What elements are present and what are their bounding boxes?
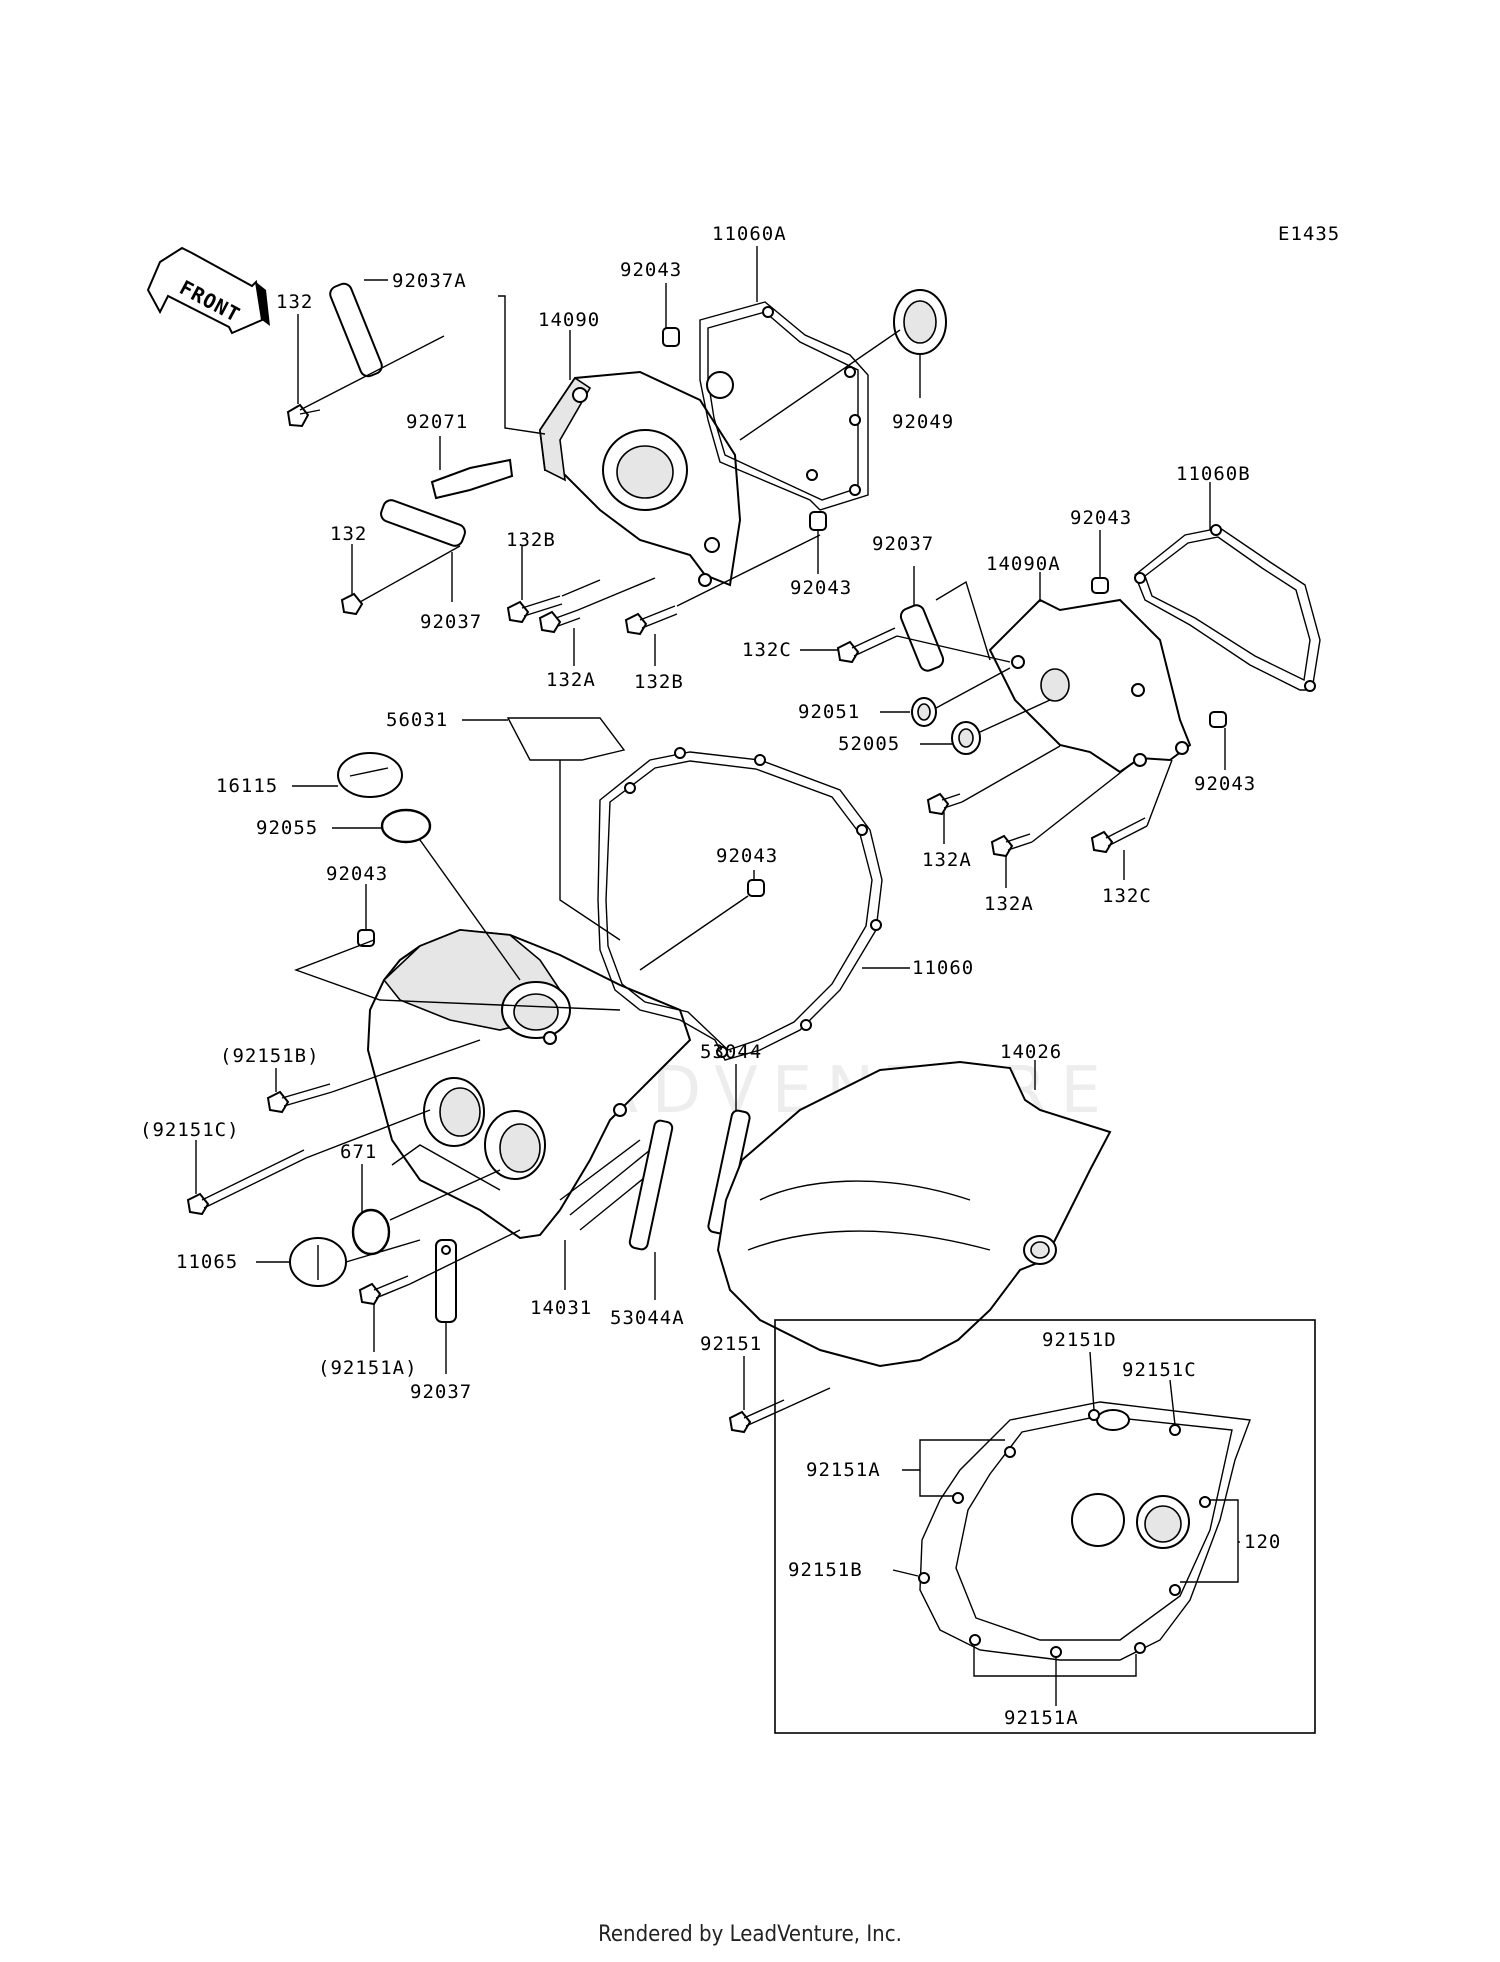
bolt-92151 bbox=[728, 1399, 787, 1434]
callout-92151C: 92151C bbox=[1122, 1359, 1197, 1381]
callout-92037: 92037 bbox=[872, 533, 934, 555]
callout-92071: 92071 bbox=[406, 411, 468, 433]
inset-cover bbox=[918, 1401, 1251, 1661]
dowel-pin-92043-mid bbox=[809, 511, 827, 531]
bolt-132A-a bbox=[538, 609, 581, 634]
callout-92043: 92043 bbox=[716, 845, 778, 867]
label-56031 bbox=[506, 717, 626, 761]
washer-92051 bbox=[911, 697, 937, 727]
callout-92151A: 92151A bbox=[806, 1459, 881, 1481]
callout-92043: 92043 bbox=[1194, 773, 1256, 795]
clamp-92037-lower bbox=[435, 1239, 457, 1323]
clamp-92037-right bbox=[899, 604, 945, 672]
leader-lines bbox=[195, 246, 1240, 1706]
callout-92037: 92037 bbox=[420, 611, 482, 633]
cover-14090A bbox=[988, 598, 1192, 774]
callout-132A: 132A bbox=[984, 893, 1034, 915]
callout-14031: 14031 bbox=[530, 1297, 592, 1319]
bolt-92151C bbox=[186, 1149, 307, 1216]
callout-53044A: 53044A bbox=[610, 1307, 685, 1329]
cap-11065 bbox=[289, 1237, 347, 1287]
callout-132: 132 bbox=[276, 291, 313, 313]
callout-11060B: 11060B bbox=[1176, 463, 1251, 485]
callout-11065: 11065 bbox=[176, 1251, 238, 1273]
oil-seal-92049 bbox=[893, 289, 947, 355]
cover-14026 bbox=[716, 1060, 1112, 1368]
inset-box bbox=[774, 1319, 1316, 1734]
callout-132C: 132C bbox=[1102, 885, 1152, 907]
bolt-132B-b bbox=[624, 605, 678, 636]
callout-92151B: 92151B bbox=[788, 1559, 863, 1581]
front-arrow-icon: FRONT bbox=[146, 246, 270, 335]
callout-132C: 132C bbox=[742, 639, 792, 661]
callout-120: 120 bbox=[1244, 1531, 1281, 1553]
bearing-52005 bbox=[951, 721, 981, 755]
dowel-pin-92043-right-bottom bbox=[1209, 711, 1227, 728]
gasket-11060B bbox=[1134, 524, 1321, 692]
callout-53044: 53044 bbox=[700, 1041, 762, 1063]
bolt-132-a bbox=[286, 403, 321, 428]
dowel-pin-92043-right-top bbox=[1091, 577, 1109, 594]
callout-132A: 132A bbox=[922, 849, 972, 871]
o-ring-92055 bbox=[380, 808, 432, 844]
callout-14090A: 14090A bbox=[986, 553, 1061, 575]
callout-671: 671 bbox=[340, 1141, 377, 1163]
callout-132: 132 bbox=[330, 523, 367, 545]
callout-92043: 92043 bbox=[326, 863, 388, 885]
callout-11060A: 11060A bbox=[712, 223, 787, 245]
footer-credit: Rendered by LeadVenture, Inc. bbox=[598, 1922, 902, 1947]
callout-92043: 92043 bbox=[790, 577, 852, 599]
bolt-132A-b bbox=[926, 792, 963, 816]
callout-92043: 92043 bbox=[1070, 507, 1132, 529]
callout-92151: 92151 bbox=[700, 1333, 762, 1355]
callout-132B: 132B bbox=[634, 671, 684, 693]
gasket-11060 bbox=[597, 747, 883, 1061]
callout-92151A: 92151A bbox=[1004, 1707, 1079, 1729]
clamp-92037A bbox=[329, 282, 383, 378]
bolt-132-b bbox=[340, 592, 364, 616]
bolt-132B-a bbox=[506, 595, 563, 624]
callout-92049: 92049 bbox=[892, 411, 954, 433]
bolt-92151A-p bbox=[358, 1275, 411, 1306]
callout-14090: 14090 bbox=[538, 309, 600, 331]
cover-14090 bbox=[538, 370, 742, 587]
callout-92051: 92051 bbox=[798, 701, 860, 723]
callout-92037: 92037 bbox=[410, 1381, 472, 1403]
callout-14026: 14026 bbox=[1000, 1041, 1062, 1063]
tube-53044A bbox=[628, 1119, 674, 1251]
callout-92151C-parenthesized: (92151C) bbox=[140, 1119, 240, 1141]
callout-11060: 11060 bbox=[912, 957, 974, 979]
bolt-132C-b bbox=[1090, 817, 1148, 854]
callout-92151D: 92151D bbox=[1042, 1329, 1117, 1351]
plate-92071 bbox=[430, 458, 514, 500]
gasket-11060A bbox=[699, 301, 869, 511]
callout-92037A: 92037A bbox=[392, 270, 467, 292]
diagram-code: E1435 bbox=[1278, 223, 1340, 245]
cap-16115 bbox=[337, 752, 403, 798]
callout-92151B-parenthesized: (92151B) bbox=[220, 1045, 320, 1067]
callout-56031: 56031 bbox=[386, 709, 448, 731]
callout-132B: 132B bbox=[506, 529, 556, 551]
o-ring-671 bbox=[351, 1208, 391, 1256]
callout-92151A-parenthesized: (92151A) bbox=[318, 1357, 418, 1379]
clamp-92037-upper bbox=[380, 499, 466, 547]
callout-52005: 52005 bbox=[838, 733, 900, 755]
callout-16115: 16115 bbox=[216, 775, 278, 797]
bolt-92151B bbox=[266, 1083, 333, 1114]
bolt-132C-a bbox=[836, 627, 898, 664]
dowel-pin-92043-upper bbox=[662, 327, 680, 347]
bolt-132A-c bbox=[990, 833, 1033, 858]
inset-bolt-holes bbox=[918, 1409, 1211, 1658]
dowel-pin-92043-center bbox=[747, 879, 765, 897]
callout-132A: 132A bbox=[546, 669, 596, 691]
callout-92043: 92043 bbox=[620, 259, 682, 281]
callout-92055: 92055 bbox=[256, 817, 318, 839]
callouts: 11060A 92043 92037A 132 14090 92049 9207… bbox=[140, 223, 1281, 1729]
